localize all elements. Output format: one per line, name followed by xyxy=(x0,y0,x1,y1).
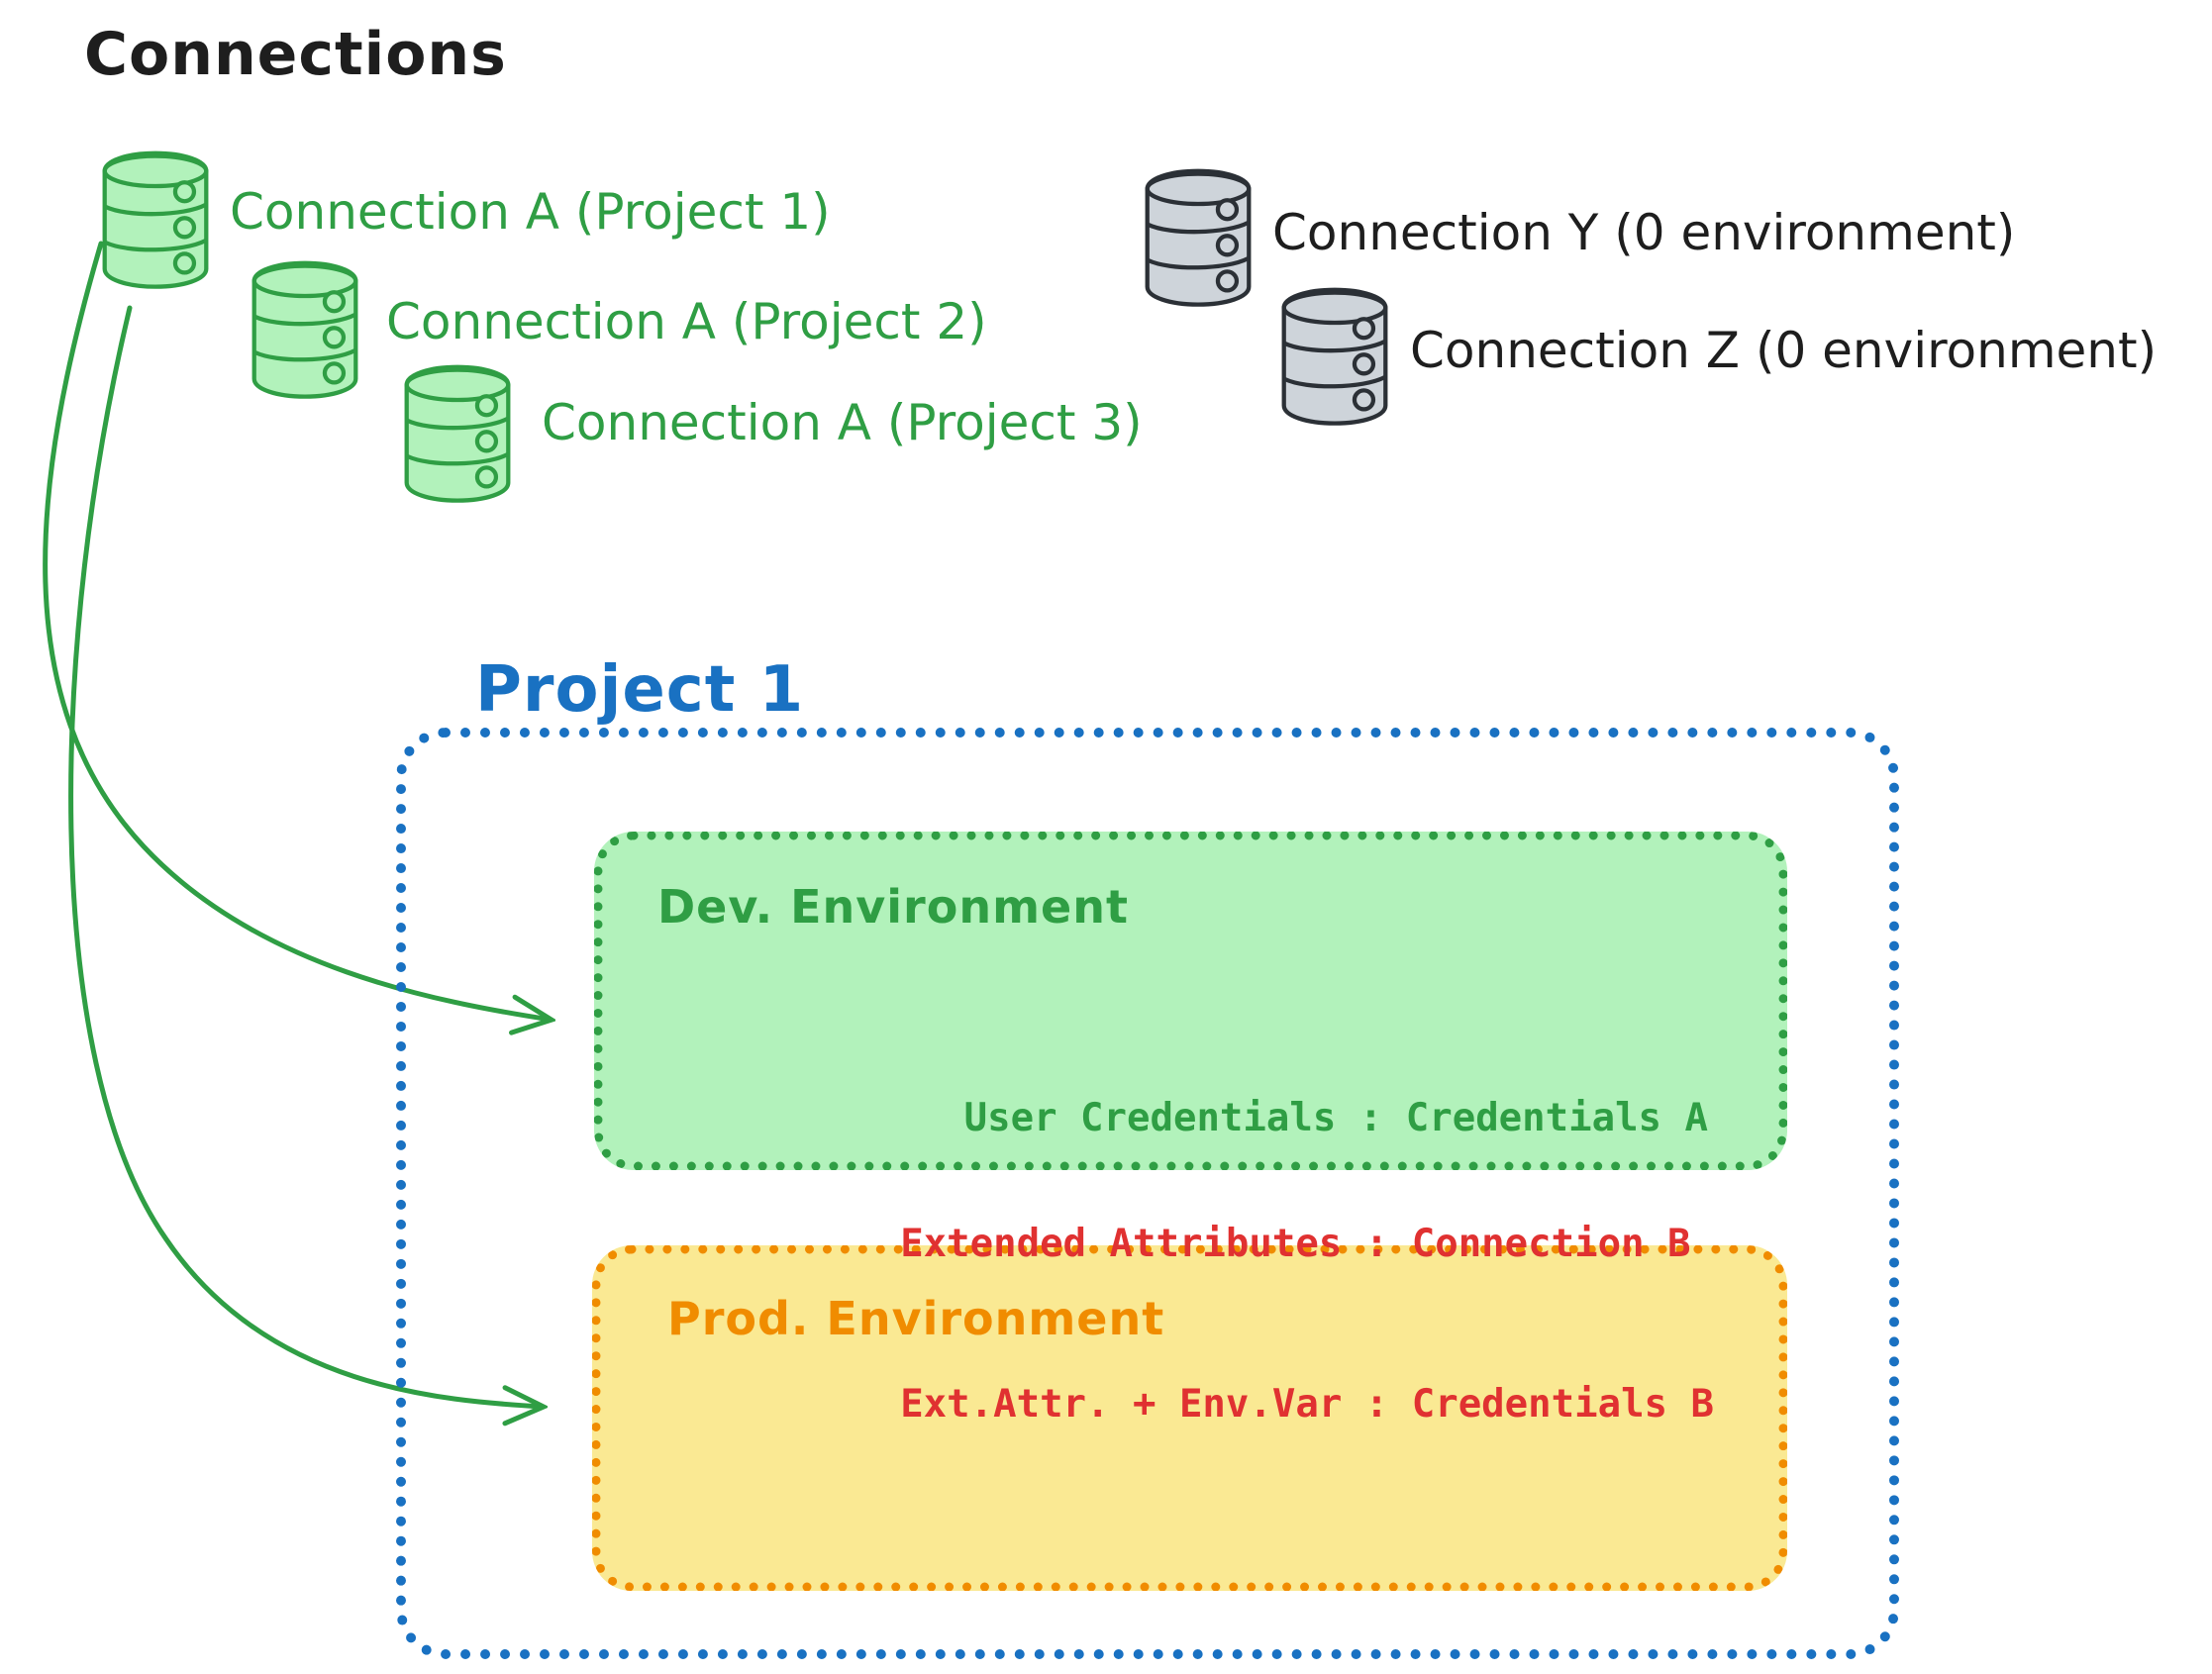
connection-a-project-1-label: Connection A (Project 1) xyxy=(230,183,831,241)
connection-z-label: Connection Z (0 environment) xyxy=(1410,322,2158,379)
project-1-box xyxy=(396,728,1899,1659)
prod-environment-title: Prod. Environment xyxy=(667,1292,1165,1345)
prod-environment-box: Prod. Environment Extended Attributes : … xyxy=(592,1222,1787,1591)
prod-credentials-line-2: Ext.Attr. + Env.Var : Credentials B xyxy=(900,1382,1714,1427)
database-icon-connection-a-project-1 xyxy=(105,153,207,287)
connections-title: Connections xyxy=(84,20,507,89)
connection-a-project-2-label: Connection A (Project 2) xyxy=(386,293,987,350)
dev-environment-box: Dev. Environment User Credentials : Cred… xyxy=(594,832,1787,1170)
database-icon-connection-a-project-2 xyxy=(254,263,356,397)
connection-a-project-3-label: Connection A (Project 3) xyxy=(542,394,1143,451)
prod-credentials-line-1: Extended Attributes : Connection B xyxy=(900,1222,1691,1266)
arrow-to-dev-environment xyxy=(43,241,551,1020)
database-icon-connection-z xyxy=(1284,290,1386,424)
connection-y-label: Connection Y (0 environment) xyxy=(1272,204,2016,261)
database-icon-connection-a-project-3 xyxy=(407,367,509,501)
dev-credentials-text: User Credentials : Credentials A xyxy=(963,1096,1708,1140)
database-icon-connection-y xyxy=(1148,171,1250,305)
project-1-title: Project 1 xyxy=(475,653,805,727)
dev-environment-title: Dev. Environment xyxy=(657,880,1129,934)
prod-credentials-text: Extended Attributes : Connection B Ext.A… xyxy=(900,1111,1714,1538)
